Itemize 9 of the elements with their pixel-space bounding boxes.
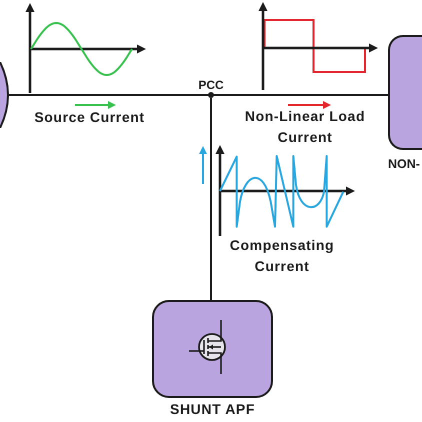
- node-label: PCC: [198, 79, 224, 91]
- current-label: Compensating Current: [228, 236, 336, 276]
- wire: [210, 98, 212, 300]
- wire: [9, 94, 197, 96]
- current-label: Non-Linear Load Current: [244, 107, 366, 147]
- node-label: NON-: [388, 157, 420, 171]
- node-label: SHUNT APF: [170, 401, 255, 417]
- wire: [225, 94, 388, 96]
- current-label: Source Current: [33, 108, 146, 127]
